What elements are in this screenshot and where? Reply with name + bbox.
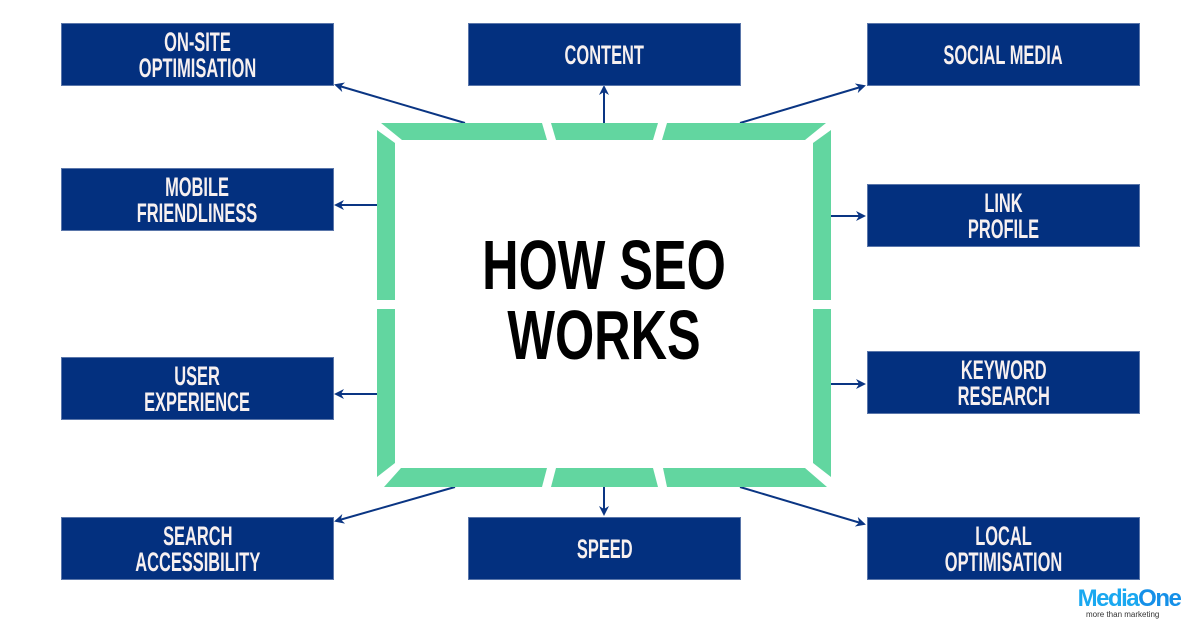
node-speed: SPEED: [468, 517, 741, 580]
node-label-line: FRIENDLINESS: [137, 197, 258, 228]
green-frame: [377, 123, 831, 487]
node-label-line: EXPERIENCE: [144, 386, 251, 417]
node-label-line: OPTIMISATION: [944, 546, 1063, 577]
node-label-line: LINK: [984, 187, 1023, 218]
title-line-1: HOW SEO: [482, 226, 726, 304]
logo-tagline: more than marketing: [1086, 610, 1160, 619]
node-label-line: LOCAL: [975, 520, 1032, 551]
node-label-line: OPTIMISATION: [138, 52, 257, 83]
arrow-onsite: [334, 82, 466, 124]
logo-name-part1: Media: [1077, 585, 1140, 612]
arrow-local: [739, 486, 866, 527]
center-title: HOW SEO WORKS: [400, 230, 808, 370]
node-label-line: SPEED: [576, 533, 633, 564]
title-line-2: WORKS: [507, 296, 701, 374]
node-label-line: PROFILE: [967, 213, 1040, 244]
logo-wordmark: MediaOne: [1064, 585, 1194, 612]
node-label-line: MOBILE: [165, 171, 230, 202]
node-label-line: ACCESSIBILITY: [134, 546, 261, 577]
arrow-search: [334, 486, 456, 524]
node-label-line: RESEARCH: [957, 380, 1050, 411]
arrow-social: [739, 83, 866, 124]
node-label-line: USER: [174, 360, 221, 391]
node-label-line: SEARCH: [162, 520, 233, 551]
node-content: CONTENT: [468, 23, 741, 86]
node-social-media: SOCIAL MEDIA: [867, 23, 1140, 86]
node-label-line: ON-SITE: [164, 26, 231, 57]
node-label-line: SOCIAL MEDIA: [943, 39, 1064, 70]
mediaone-logo: MediaOne more than marketing: [1064, 585, 1194, 620]
logo-name-part2: One: [1138, 585, 1182, 612]
node-label-line: CONTENT: [564, 39, 645, 70]
node-label-line: KEYWORD: [960, 354, 1047, 385]
